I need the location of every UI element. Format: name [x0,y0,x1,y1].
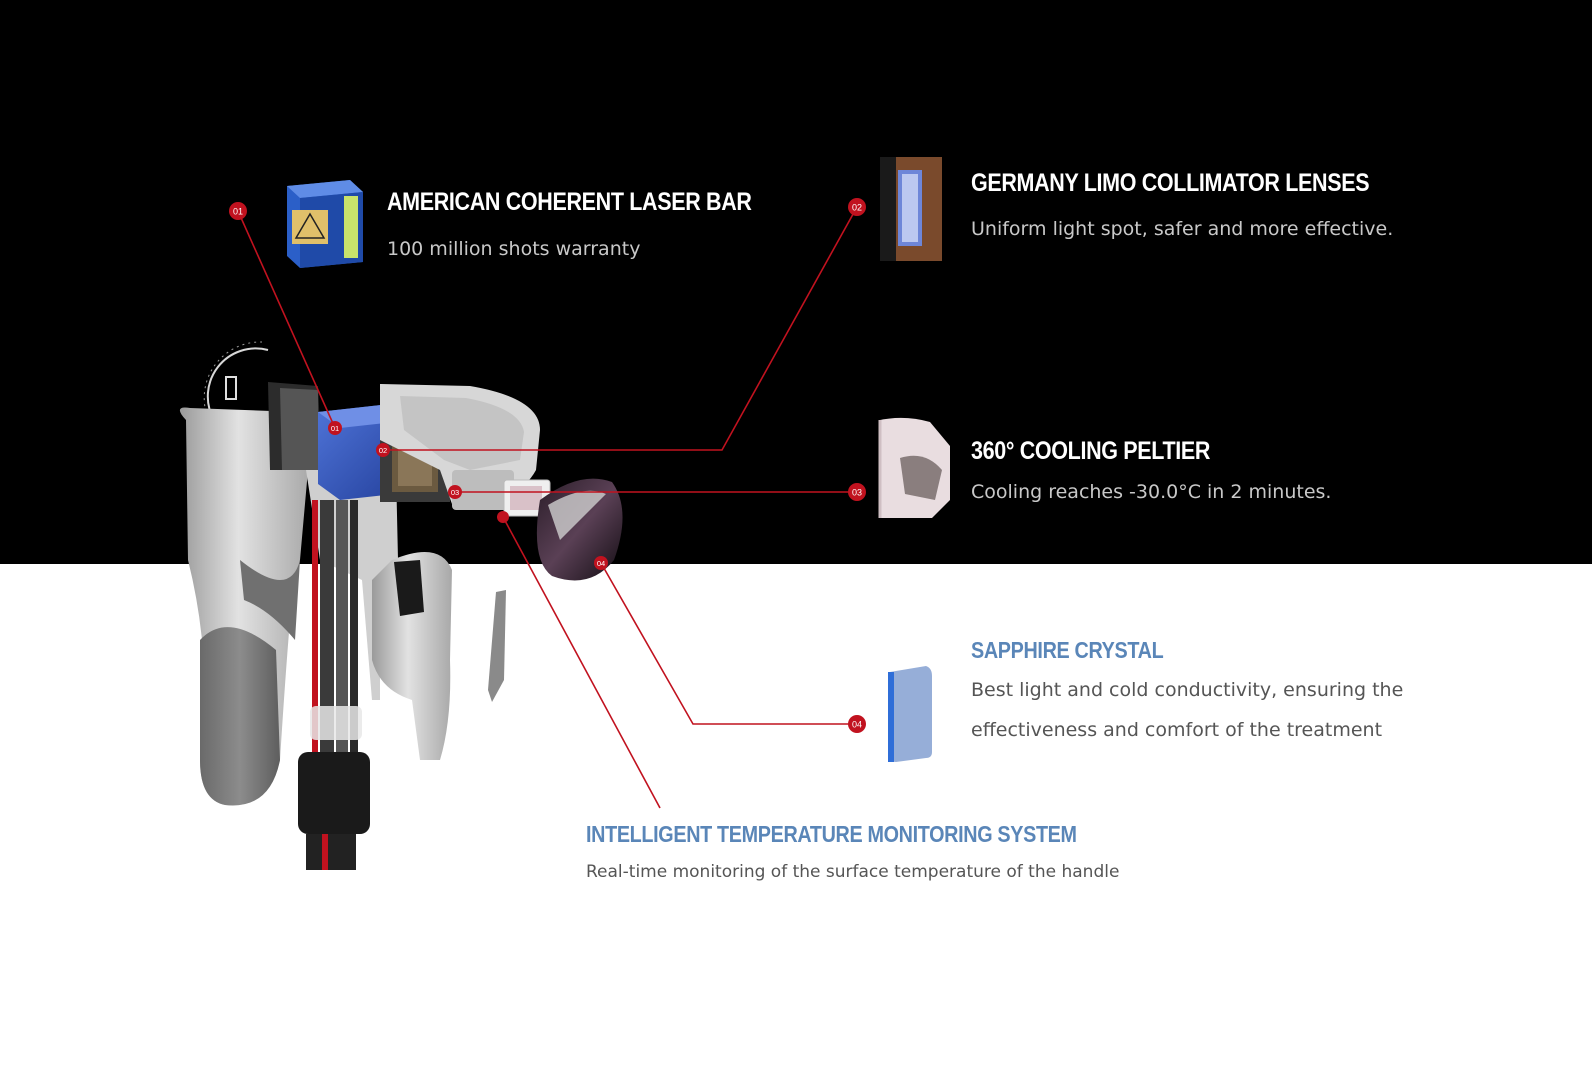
temperature-sensor-point [497,511,509,523]
collimator-lens-icon [880,157,942,261]
feature-sapphire: SAPPHIRE CRYSTAL Best light and cold con… [971,637,1403,750]
feature-peltier: 360° COOLING PELTIER Cooling reaches -30… [971,437,1331,512]
feature-title: AMERICAN COHERENT LASER BAR [387,188,752,216]
sapphire-crystal-icon [888,666,932,762]
svg-text:03: 03 [451,488,459,497]
callout-line-04 [600,562,857,725]
badge-03-outer: 03 [848,483,866,501]
feature-title: 360° COOLING PELTIER [971,437,1211,465]
callout-line-01 [237,210,336,429]
feature-collimator: GERMANY LIMO COLLIMATOR LENSES Uniform l… [971,169,1434,249]
dial-icon [203,341,269,421]
feature-title: GERMANY LIMO COLLIMATOR LENSES [971,169,1370,197]
laser-handpiece-illustration [179,341,623,870]
badge-03-inner: 03 [448,485,462,499]
callout-line-temperature [502,516,661,809]
feature-description: 100 million shots warranty [387,238,641,260]
svg-text:04: 04 [852,720,862,730]
svg-text:03: 03 [852,488,862,498]
svg-text:01: 01 [331,424,339,433]
badge-01-outer: 01 [229,202,247,220]
feature-description-line-1: Best light and cold conductivity, ensuri… [971,679,1404,701]
svg-text:02: 02 [379,446,387,455]
feature-temperature: INTELLIGENT TEMPERATURE MONITORING SYSTE… [586,821,1157,892]
badge-02-outer: 02 [848,198,866,216]
feature-description: Uniform light spot, safer and more effec… [971,218,1394,240]
cooling-peltier-icon [878,417,950,518]
feature-description-line-2: effectiveness and comfort of the treatme… [971,719,1383,741]
badge-04-inner: 04 [594,556,608,570]
feature-laser-bar: AMERICAN COHERENT LASER BAR 100 million … [387,188,811,269]
feature-title: SAPPHIRE CRYSTAL [971,637,1164,663]
badge-04-outer: 04 [848,715,866,733]
svg-text:02: 02 [852,203,862,213]
laser-bar-module-icon [287,180,363,268]
svg-text:04: 04 [597,559,605,568]
feature-title: INTELLIGENT TEMPERATURE MONITORING SYSTE… [586,821,1077,847]
feature-description: Real-time monitoring of the surface temp… [586,862,1120,882]
svg-text:01: 01 [233,207,243,217]
badge-01-inner: 01 [328,421,342,435]
badge-02-inner: 02 [376,443,390,457]
feature-description: Cooling reaches -30.0°C in 2 minutes. [971,481,1332,503]
callout-line-02 [383,206,858,451]
